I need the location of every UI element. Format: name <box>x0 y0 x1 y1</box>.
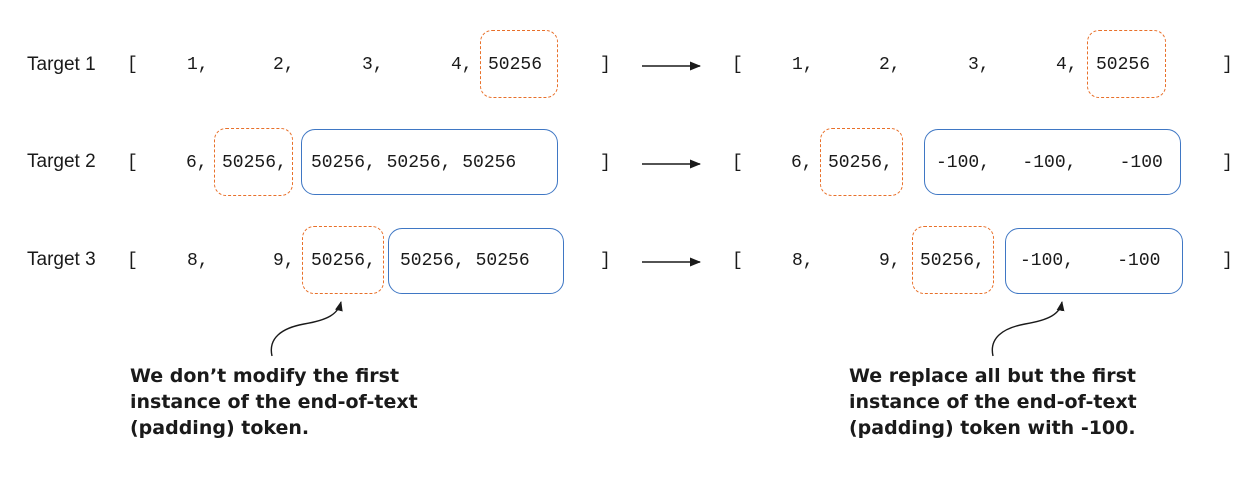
padding-token: 50256 <box>1096 55 1151 75</box>
bracket-close: ] <box>600 55 611 75</box>
token: 6, <box>186 153 208 173</box>
padding-token-box <box>480 30 558 98</box>
bracket-open: [ <box>127 55 138 75</box>
padding-token-box <box>214 128 293 196</box>
extra-padding-tokens: 50256, 50256, 50256 <box>311 153 517 173</box>
row-label-target-1: Target 1 <box>27 54 96 75</box>
token: 3, <box>968 55 990 75</box>
token: 8, <box>187 251 209 271</box>
padding-token-box <box>302 226 384 294</box>
row-label-target-3: Target 3 <box>27 249 96 270</box>
token: 2, <box>879 55 901 75</box>
extra-padding-box <box>388 228 564 294</box>
bracket-close: ] <box>1222 153 1233 173</box>
padding-token: 50256, <box>828 153 893 173</box>
bracket-open: [ <box>127 153 138 173</box>
token: 8, <box>792 251 814 271</box>
bracket-open: [ <box>732 153 743 173</box>
note-line: instance of the end-of-text <box>130 391 418 413</box>
token: 1, <box>792 55 814 75</box>
note-line: (padding) token. <box>130 417 310 439</box>
note-line: We don’t modify the first <box>130 365 400 387</box>
note-left: We don’t modify the first instance of th… <box>130 363 418 441</box>
token: 6, <box>791 153 813 173</box>
bracket-open: [ <box>127 251 138 271</box>
row-label-target-2: Target 2 <box>27 151 96 172</box>
token: 3, <box>362 55 384 75</box>
token: 9, <box>273 251 295 271</box>
note-line: We replace all but the first <box>849 365 1136 387</box>
padding-token: 50256, <box>920 251 985 271</box>
curved-arrow-icon <box>991 301 1065 357</box>
replaced-tokens-box <box>1005 228 1183 294</box>
replaced-tokens-box <box>924 129 1181 195</box>
token: 4, <box>451 55 473 75</box>
extra-padding-tokens: 50256, 50256 <box>400 251 530 271</box>
curved-arrow-icon <box>270 301 343 357</box>
bracket-close: ] <box>1222 251 1233 271</box>
padding-token-box <box>820 128 903 196</box>
padding-token: 50256 <box>488 55 543 75</box>
note-line: (padding) token with -100. <box>849 417 1136 439</box>
note-right: We replace all but the first instance of… <box>849 363 1137 441</box>
bracket-open: [ <box>732 251 743 271</box>
extra-padding-box <box>301 129 558 195</box>
bracket-close: ] <box>600 153 611 173</box>
note-line: instance of the end-of-text <box>849 391 1137 413</box>
padding-token: 50256, <box>311 251 376 271</box>
bracket-close: ] <box>600 251 611 271</box>
replaced-tokens: -100, -100 <box>1020 251 1161 271</box>
token: 4, <box>1056 55 1078 75</box>
token: 2, <box>273 55 295 75</box>
bracket-open: [ <box>732 55 743 75</box>
padding-token-box <box>912 226 994 294</box>
padding-token: 50256, <box>222 153 287 173</box>
token: 1, <box>187 55 209 75</box>
bracket-close: ] <box>1222 55 1233 75</box>
replaced-tokens: -100, -100, -100 <box>936 153 1163 173</box>
token: 9, <box>879 251 901 271</box>
padding-token-box <box>1087 30 1166 98</box>
